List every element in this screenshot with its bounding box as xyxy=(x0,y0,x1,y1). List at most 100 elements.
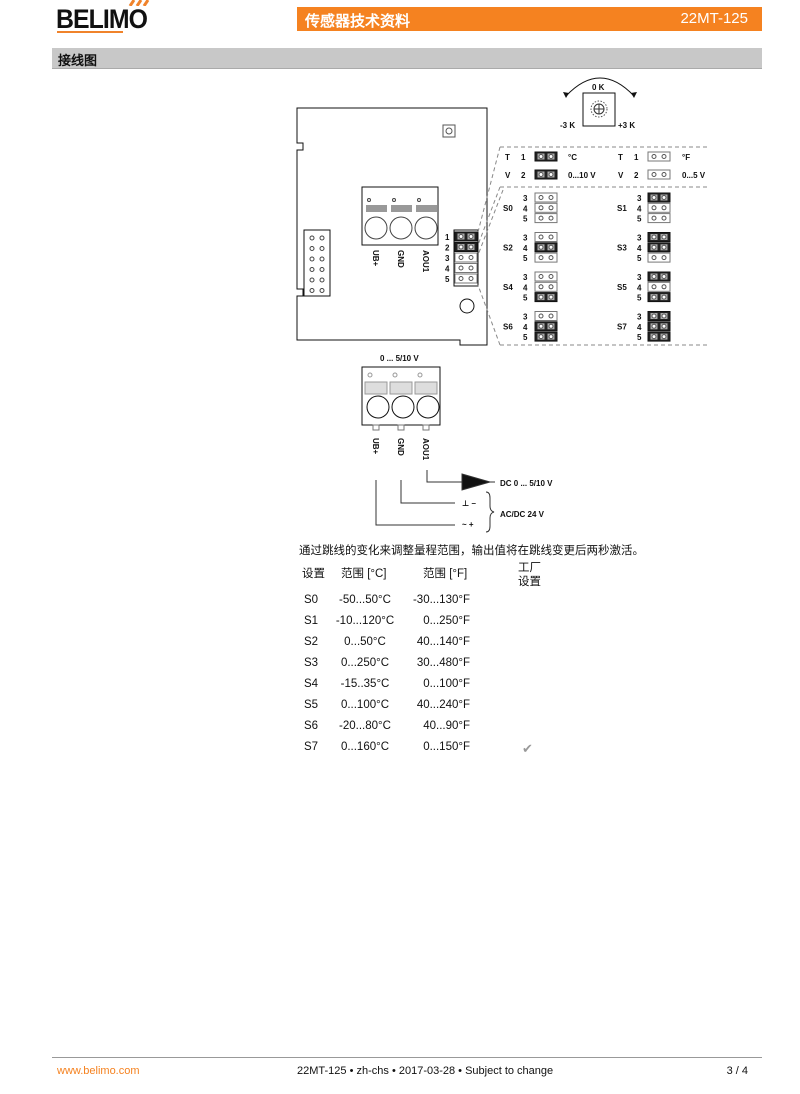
setting-label: S6 xyxy=(503,323,513,332)
setting-jumper xyxy=(534,202,558,213)
setting-jumper xyxy=(534,271,558,282)
header-jumper xyxy=(454,273,478,284)
logo-mark-icon xyxy=(128,0,150,6)
setting-jumper xyxy=(534,242,558,253)
th-factory-1: 工厂 xyxy=(518,562,541,574)
setting-jumper xyxy=(647,281,671,292)
setting-jumper xyxy=(534,292,558,303)
pin-number: 3 xyxy=(523,273,528,282)
cell-range-c: 0...160°C xyxy=(340,741,390,753)
cell-range-c: -20...80°C xyxy=(339,720,391,732)
pin-number: 4 xyxy=(523,323,528,332)
option-label: 0...5 V xyxy=(682,171,706,180)
row-label: T xyxy=(505,153,510,162)
cell-setting: S2 xyxy=(304,636,319,648)
pin-number: 3 xyxy=(523,194,528,203)
setting-jumper xyxy=(534,321,558,332)
pin xyxy=(319,267,325,272)
pin xyxy=(309,235,315,241)
header-jumper xyxy=(454,231,478,242)
pin xyxy=(319,277,325,283)
cell-range-f: 40...90°F xyxy=(423,720,470,732)
pin xyxy=(319,235,325,241)
pin-number: 5 xyxy=(445,275,450,284)
pin-number: 4 xyxy=(637,204,642,213)
setting-jumper xyxy=(647,232,671,242)
row-label: T xyxy=(618,153,623,162)
pin-number: 3 xyxy=(637,273,642,282)
header-jumper xyxy=(454,242,478,252)
pin-number: 5 xyxy=(637,294,642,303)
pin xyxy=(309,246,315,251)
setting-label: S2 xyxy=(503,244,513,253)
cell-range-c: 0...250°C xyxy=(340,657,390,669)
knob-min-label: -3 K xyxy=(560,121,575,130)
footer-info: 22MT-125 • zh-chs • 2017-03-28 • Subject… xyxy=(297,1065,554,1077)
setting-label: S7 xyxy=(617,323,627,332)
pin-number: 4 xyxy=(637,244,642,253)
pin-number: 5 xyxy=(523,333,528,342)
plug-terminal-label: AOU1 xyxy=(421,438,430,461)
section-title: 接线图 xyxy=(58,53,98,68)
pin-number: 2 xyxy=(521,171,526,180)
pin-number: 5 xyxy=(523,254,528,263)
cell-range-c: -15..35°C xyxy=(340,678,390,690)
cell-range-f: 0...150°F xyxy=(423,741,470,753)
plug-voltage-label: 0 ... 5/10 V xyxy=(380,354,419,363)
pin-number: 3 xyxy=(445,254,450,263)
cell-range-c: -50...50°C xyxy=(339,594,391,606)
pin xyxy=(309,267,315,272)
setting-jumper xyxy=(647,271,671,282)
setting-label: S0 xyxy=(503,204,513,213)
pin xyxy=(319,288,325,293)
pin xyxy=(309,277,315,283)
pin-number: 4 xyxy=(523,204,528,213)
pin xyxy=(309,288,315,293)
supply-symbol: ~ + xyxy=(462,520,474,529)
doc-type: 传感器技术资料 xyxy=(305,13,411,30)
pin-number: 1 xyxy=(521,153,526,162)
cell-range-f: -30...130°F xyxy=(412,594,470,606)
setting-jumper xyxy=(534,281,558,292)
option-jumper xyxy=(534,151,558,162)
knob-max-label: +3 K xyxy=(618,121,635,130)
product-code: 22MT-125 xyxy=(680,10,748,27)
ground-symbol: ⊥ – xyxy=(462,499,477,508)
th-range-f: 范围 [°F] xyxy=(423,568,468,580)
cell-range-f: 0...100°F xyxy=(423,678,470,690)
pin-number: 4 xyxy=(637,283,642,292)
cell-setting: S1 xyxy=(304,615,319,627)
option-label: °F xyxy=(682,153,690,162)
setting-jumper xyxy=(534,252,558,263)
knob-center-label: 0 K xyxy=(592,83,605,92)
footer-website[interactable]: www.belimo.com xyxy=(57,1065,140,1077)
logo-underline xyxy=(57,31,123,33)
plug-terminal-label: UB+ xyxy=(371,438,380,455)
pin-number: 4 xyxy=(637,323,642,332)
header-jumper xyxy=(454,252,478,263)
setting-jumper xyxy=(647,252,671,263)
cell-range-c: 0...50°C xyxy=(344,636,386,648)
pin-number: 3 xyxy=(523,234,528,243)
cell-setting: S3 xyxy=(304,657,319,669)
setting-jumper xyxy=(647,242,671,253)
terminal-label: UB+ xyxy=(371,250,380,267)
setting-jumper xyxy=(647,202,671,213)
cell-range-c: 0...100°C xyxy=(340,699,390,711)
setting-label: S5 xyxy=(617,283,627,292)
setting-label: S4 xyxy=(503,283,513,292)
option-label: 0...10 V xyxy=(568,171,596,180)
pin xyxy=(319,256,325,262)
factory-check-icon: ✔ xyxy=(522,741,533,756)
setting-jumper xyxy=(647,292,671,303)
cell-setting: S7 xyxy=(304,741,319,753)
setting-jumper xyxy=(647,311,671,321)
terminal-label: GND xyxy=(396,250,405,268)
